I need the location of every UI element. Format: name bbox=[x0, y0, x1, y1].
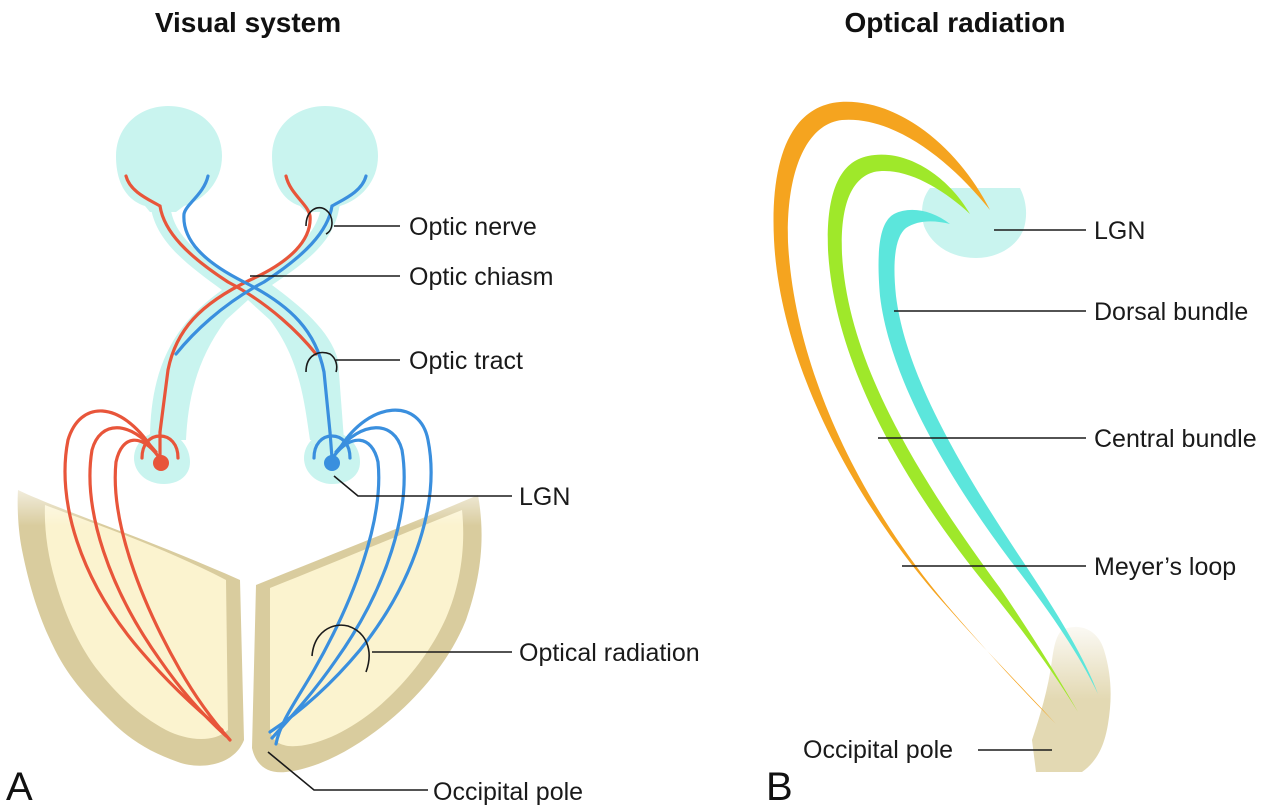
left-visual-pathway bbox=[63, 174, 318, 742]
left-eye-nasal-fibre bbox=[182, 174, 332, 434]
label-optical-radiation: Optical radiation bbox=[519, 639, 700, 667]
eye-glow-region bbox=[116, 106, 378, 484]
left-radiation-3 bbox=[113, 438, 232, 742]
left-lgn-node bbox=[153, 455, 169, 471]
panel-a-letter: A bbox=[6, 765, 33, 809]
panel-a-title: Visual system bbox=[155, 7, 341, 38]
right-radiation-3 bbox=[274, 438, 381, 746]
left-radiation-2 bbox=[88, 426, 228, 738]
label-lgn-b: LGN bbox=[1094, 217, 1145, 245]
label-occipital-pole-b: Occipital pole bbox=[803, 736, 953, 764]
label-optic-nerve: Optic nerve bbox=[409, 213, 537, 241]
label-occipital-pole-a: Occipital pole bbox=[433, 778, 583, 806]
optic-nerve-arc bbox=[305, 206, 333, 235]
lgn-nucleus-b bbox=[922, 188, 1027, 258]
right-eye-temporal-fibre bbox=[174, 174, 368, 356]
optical-radiation-arc bbox=[311, 624, 370, 673]
occipital-pole-block bbox=[1032, 626, 1111, 772]
label-dorsal-bundle: Dorsal bundle bbox=[1094, 298, 1248, 326]
left-lgn-cap bbox=[140, 434, 180, 460]
right-eye-nasal-fibre bbox=[158, 174, 312, 434]
label-meyers-loop: Meyer’s loop bbox=[1094, 553, 1236, 581]
optic-tract-arc bbox=[305, 351, 338, 373]
label-lgn-a: LGN bbox=[519, 483, 570, 511]
dorsal-bundle bbox=[878, 209, 1098, 694]
panel-b-letter: B bbox=[766, 765, 793, 809]
left-radiation-1 bbox=[63, 409, 224, 732]
left-eye-temporal-fibre bbox=[124, 174, 318, 356]
right-radiation-1 bbox=[268, 408, 433, 734]
label-optic-tract: Optic tract bbox=[409, 347, 523, 375]
label-optic-chiasm: Optic chiasm bbox=[409, 263, 553, 291]
panel-a-callouts bbox=[250, 206, 512, 791]
lgn-leader bbox=[333, 475, 512, 497]
occipital-pole-leader-a bbox=[267, 751, 428, 791]
right-eye bbox=[272, 106, 378, 212]
cortex-fade bbox=[0, 470, 500, 630]
right-visual-pathway bbox=[174, 174, 433, 746]
panel-b: Optical radiation LGN Dorsal bundle Cent… bbox=[766, 7, 1257, 809]
left-eye bbox=[116, 106, 222, 212]
right-lgn-cap bbox=[312, 434, 352, 460]
panel-a: Visual system bbox=[0, 7, 700, 809]
label-central-bundle: Central bundle bbox=[1094, 425, 1257, 453]
right-lgn-node bbox=[324, 455, 340, 471]
panel-b-callouts bbox=[878, 229, 1086, 751]
nerve-chiasm-glow bbox=[150, 200, 344, 440]
panel-b-title: Optical radiation bbox=[845, 7, 1066, 38]
right-radiation-2 bbox=[270, 426, 406, 740]
